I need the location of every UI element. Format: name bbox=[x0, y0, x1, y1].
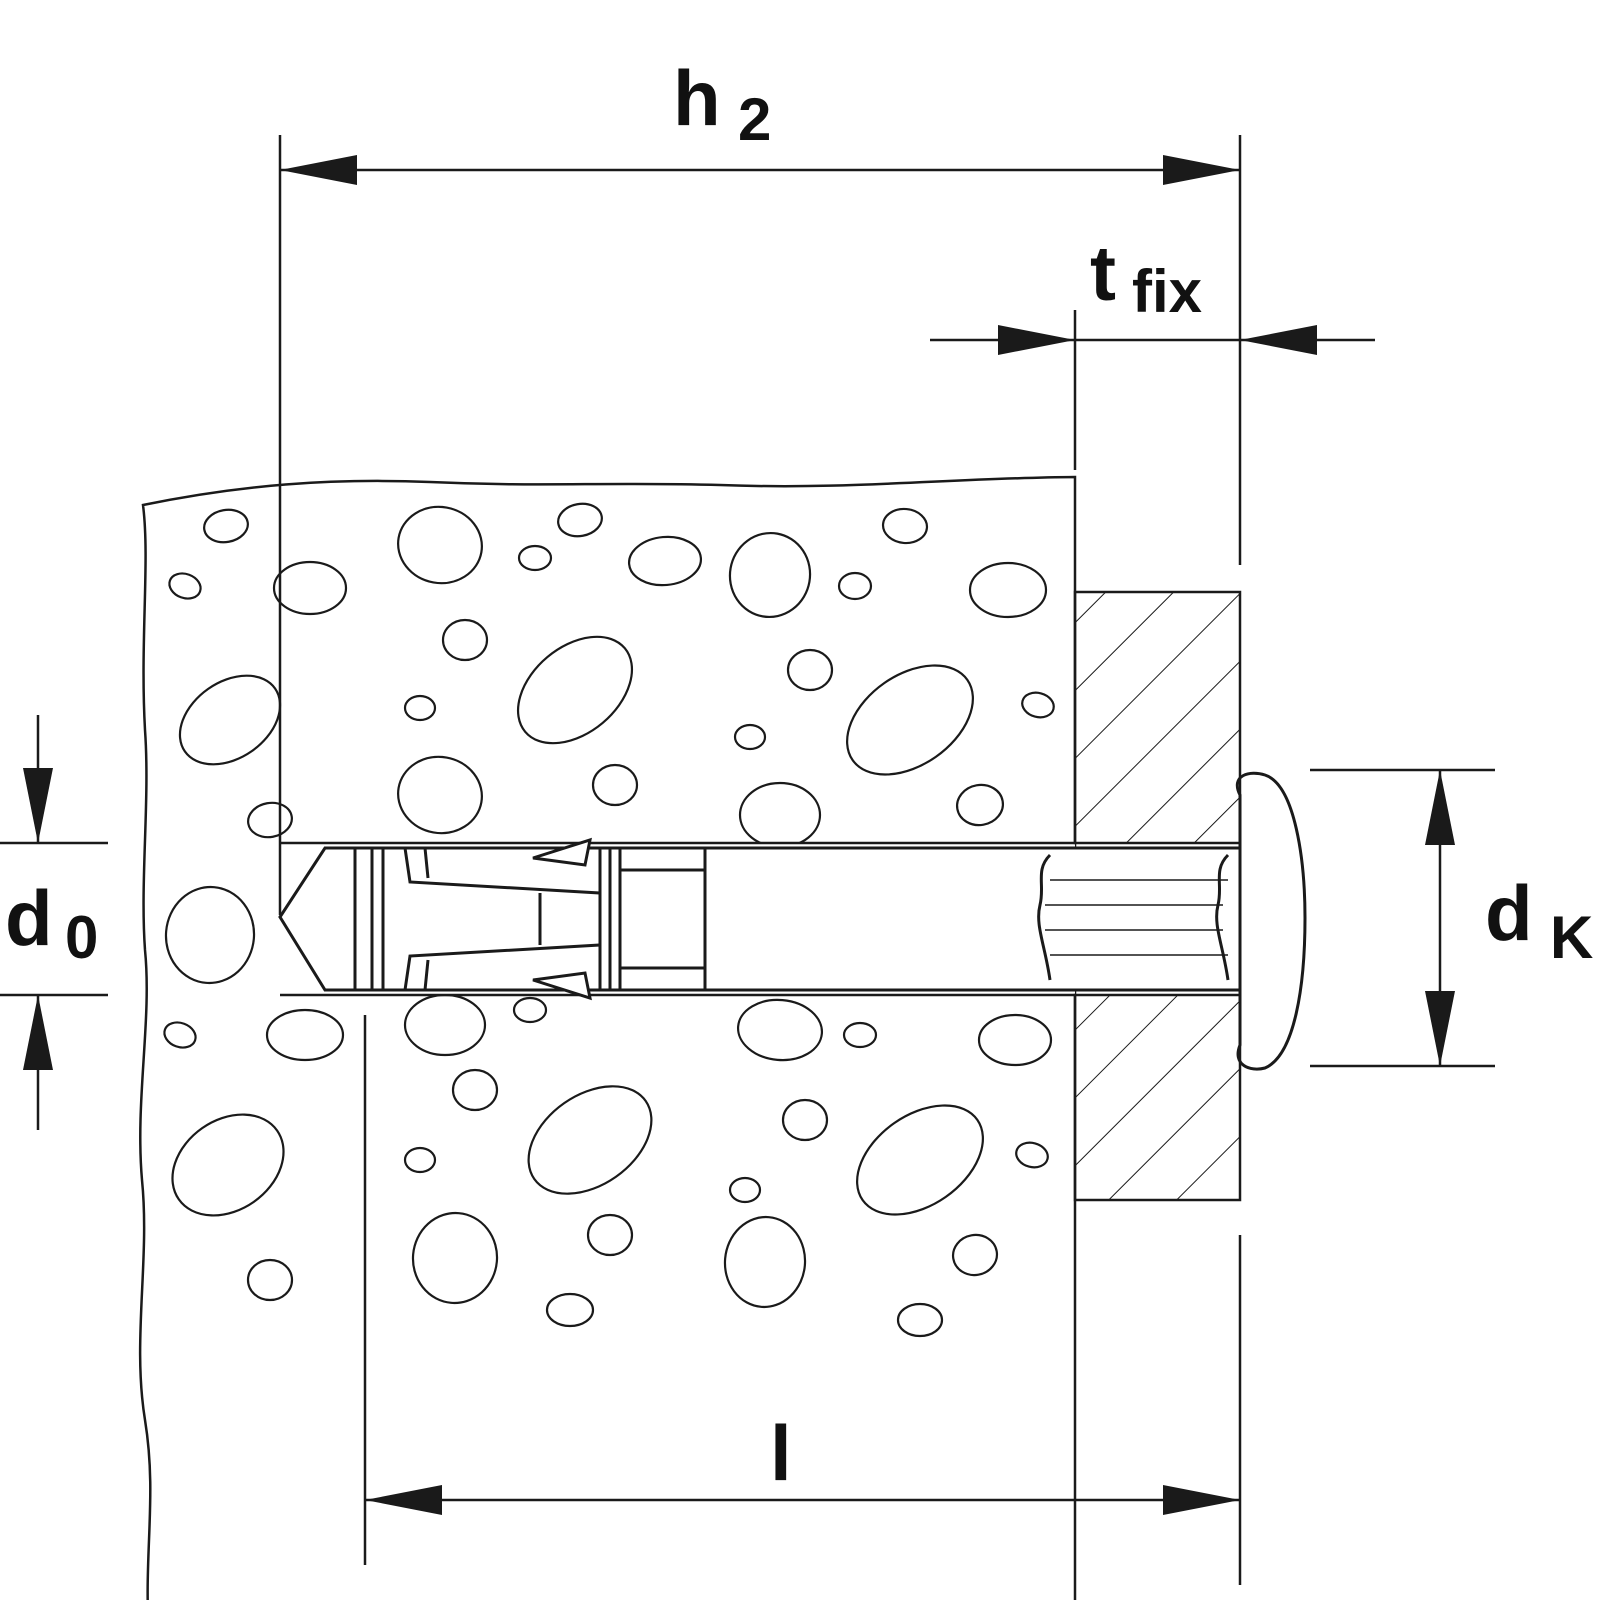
aggregate-stone bbox=[955, 783, 1005, 827]
label-dk-sub: K bbox=[1550, 904, 1593, 971]
aggregate-stone bbox=[171, 1113, 285, 1217]
aggregate-stone bbox=[527, 1085, 653, 1195]
aggregate-stone bbox=[736, 998, 824, 1062]
aggregate-stone bbox=[951, 1233, 999, 1277]
aggregate-stone bbox=[846, 664, 974, 776]
aggregate-stone bbox=[881, 507, 929, 545]
aggregate-stone bbox=[517, 544, 553, 572]
aggregate-stone bbox=[837, 571, 873, 601]
aggregate-stone bbox=[586, 1213, 634, 1257]
aggregate-stones bbox=[163, 502, 1055, 1338]
aggregate-stone bbox=[786, 648, 834, 692]
aggregate-stone bbox=[627, 535, 703, 587]
label-tfix-main: t bbox=[1090, 229, 1116, 317]
label-h2-sub: 2 bbox=[738, 86, 771, 153]
aggregate-stone bbox=[728, 531, 812, 619]
dimension-l bbox=[363, 1015, 1242, 1585]
aggregate-stone bbox=[977, 1013, 1053, 1067]
aggregate-stone bbox=[397, 505, 483, 585]
aggregate-stone bbox=[1021, 691, 1055, 719]
aggregate-stone bbox=[397, 755, 483, 835]
aggregate-stone bbox=[1015, 1141, 1049, 1169]
aggregate-stone bbox=[441, 618, 489, 662]
aggregate-stone bbox=[738, 781, 822, 849]
aggregate-stone bbox=[591, 763, 639, 807]
aggregate-stone bbox=[168, 572, 202, 600]
aggregate-stone bbox=[265, 1008, 345, 1062]
aggregate-stone bbox=[163, 1021, 197, 1049]
aggregate-stone bbox=[723, 1215, 807, 1309]
aggregate-stone bbox=[516, 635, 634, 745]
aggregate-stone bbox=[403, 993, 487, 1057]
aggregate-stone bbox=[403, 1146, 437, 1174]
dimension-h2 bbox=[278, 135, 1242, 915]
aggregate-stone bbox=[896, 1302, 944, 1338]
aggregate-stone bbox=[733, 723, 767, 751]
label-tfix-sub: fix bbox=[1132, 258, 1202, 325]
aggregate-stone bbox=[856, 1104, 984, 1216]
aggregate-stone bbox=[512, 996, 548, 1024]
dimension-tfix bbox=[930, 310, 1375, 470]
anchor-sleeve bbox=[278, 837, 707, 1001]
dimension-dk bbox=[1310, 768, 1495, 1068]
label-l: l bbox=[770, 1409, 792, 1497]
aggregate-stone bbox=[557, 502, 603, 538]
aggregate-stone bbox=[247, 801, 293, 839]
label-h2-main: h bbox=[673, 54, 721, 142]
aggregate-stone bbox=[451, 1068, 499, 1112]
aggregate-stone bbox=[545, 1292, 595, 1328]
aggregate-stone bbox=[272, 560, 348, 616]
aggregate-stone bbox=[164, 885, 256, 985]
aggregate-stone bbox=[411, 1211, 499, 1305]
fixture-plate bbox=[1073, 590, 1242, 1202]
aggregate-stone bbox=[403, 694, 437, 722]
aggregate-stone bbox=[246, 1258, 294, 1302]
aggregate-stone bbox=[203, 508, 249, 544]
dimension-d0 bbox=[0, 715, 108, 1130]
screw-head bbox=[1236, 771, 1307, 1071]
label-d0-main: d bbox=[5, 874, 53, 962]
concrete-substrate bbox=[138, 475, 1077, 1600]
aggregate-stone bbox=[842, 1021, 878, 1049]
label-dk-main: d bbox=[1485, 869, 1533, 957]
screw-shank bbox=[703, 846, 1242, 992]
aggregate-stone bbox=[728, 1176, 762, 1204]
aggregate-stone bbox=[178, 674, 282, 766]
aggregate-stone bbox=[781, 1098, 829, 1142]
aggregate-stone bbox=[968, 561, 1048, 619]
label-d0-sub: 0 bbox=[65, 904, 98, 971]
